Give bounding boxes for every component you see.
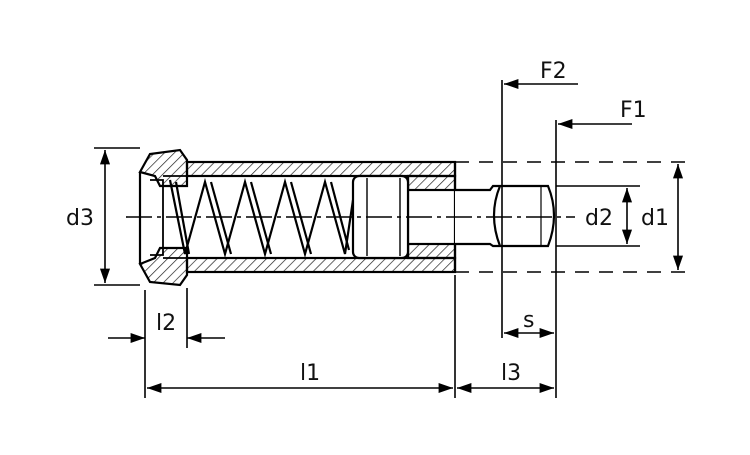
plunger-pin [455,184,556,248]
label-f2: F2 [540,59,567,84]
extension-lines [94,80,690,398]
label-s: s [523,308,534,333]
spring [168,177,355,259]
label-l3: l3 [501,361,521,386]
front-end-top [406,174,457,192]
label-d3: d3 [66,206,94,231]
label-f1: F1 [620,98,647,123]
sleeve-wall-top [185,160,457,178]
front-end-bottom [406,242,457,260]
label-d2: d2 [585,206,613,231]
label-l1: l1 [300,361,320,386]
label-d1: d1 [641,206,669,231]
dimension-lines [99,78,684,394]
sleeve-wall-bottom [185,256,457,274]
label-l2: l2 [156,311,176,336]
